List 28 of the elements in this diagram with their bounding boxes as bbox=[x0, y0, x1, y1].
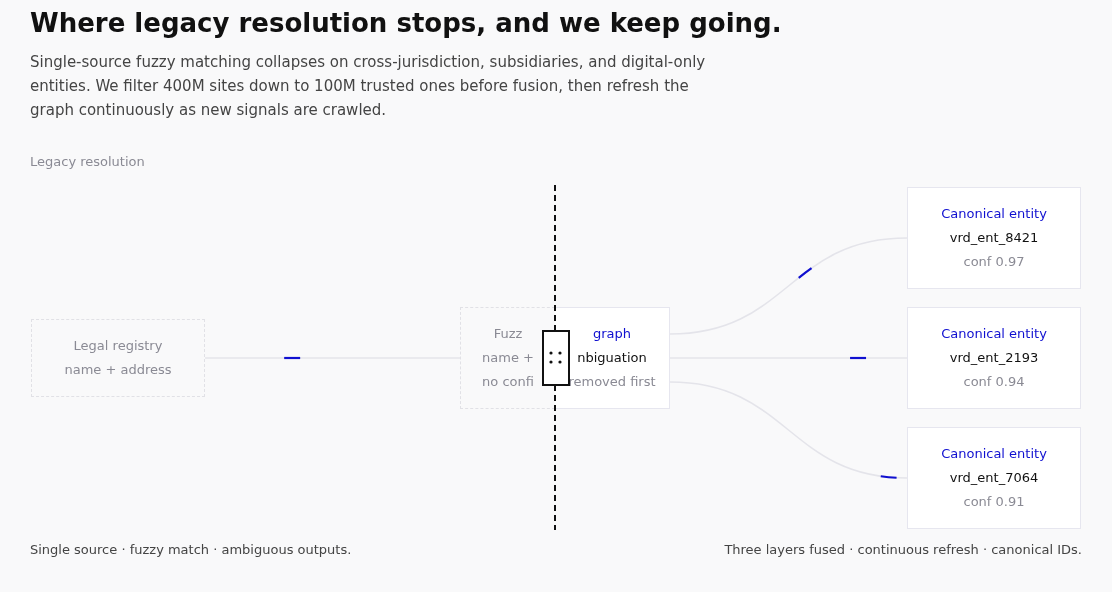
node-title: Fuzz bbox=[493, 325, 523, 343]
heading: Where legacy resolution stops, and we keep going. bbox=[30, 8, 782, 38]
node-title: Legal registry bbox=[73, 337, 163, 355]
node-title: Canonical entity bbox=[941, 445, 1047, 463]
footer-note: Three layers fused · continuous refresh · canonical IDs. bbox=[724, 542, 1082, 557]
node-box bbox=[31, 319, 205, 397]
node-text: removed first bbox=[568, 373, 656, 391]
section-label: Legacy resolution bbox=[30, 154, 145, 169]
footer-note: Single source · fuzzy match · ambiguous outputs. bbox=[30, 542, 352, 557]
node-text: conf 0.94 bbox=[963, 373, 1025, 391]
node-title: Canonical entity bbox=[941, 325, 1047, 343]
node-box bbox=[460, 307, 555, 409]
node-box bbox=[907, 187, 1081, 289]
node-box bbox=[555, 307, 670, 409]
node-text: name + address bbox=[64, 361, 172, 379]
node-text: conf 0.97 bbox=[963, 253, 1025, 271]
intro-paragraph: Single-source fuzzy matching collapses on cross-jurisdiction, subsidiaries, and digital-only entities. We filter 400M sites down to 100M trusted ones before fusion, then refresh the graph continuously as new signals are crawled. bbox=[30, 52, 707, 121]
node-text: nbiguation bbox=[577, 349, 647, 367]
node-title: graph bbox=[592, 325, 632, 343]
node-box bbox=[907, 427, 1081, 529]
node-box bbox=[907, 307, 1081, 409]
node-text: vrd_ent_7064 bbox=[949, 469, 1039, 487]
node-text: vrd_ent_8421 bbox=[949, 229, 1039, 247]
node-text: no confi bbox=[482, 373, 534, 391]
node-text: vrd_ent_2193 bbox=[949, 349, 1039, 367]
node-text: conf 0.91 bbox=[963, 493, 1025, 511]
node-text: name + bbox=[482, 349, 534, 367]
node-title: Canonical entity bbox=[941, 205, 1047, 223]
